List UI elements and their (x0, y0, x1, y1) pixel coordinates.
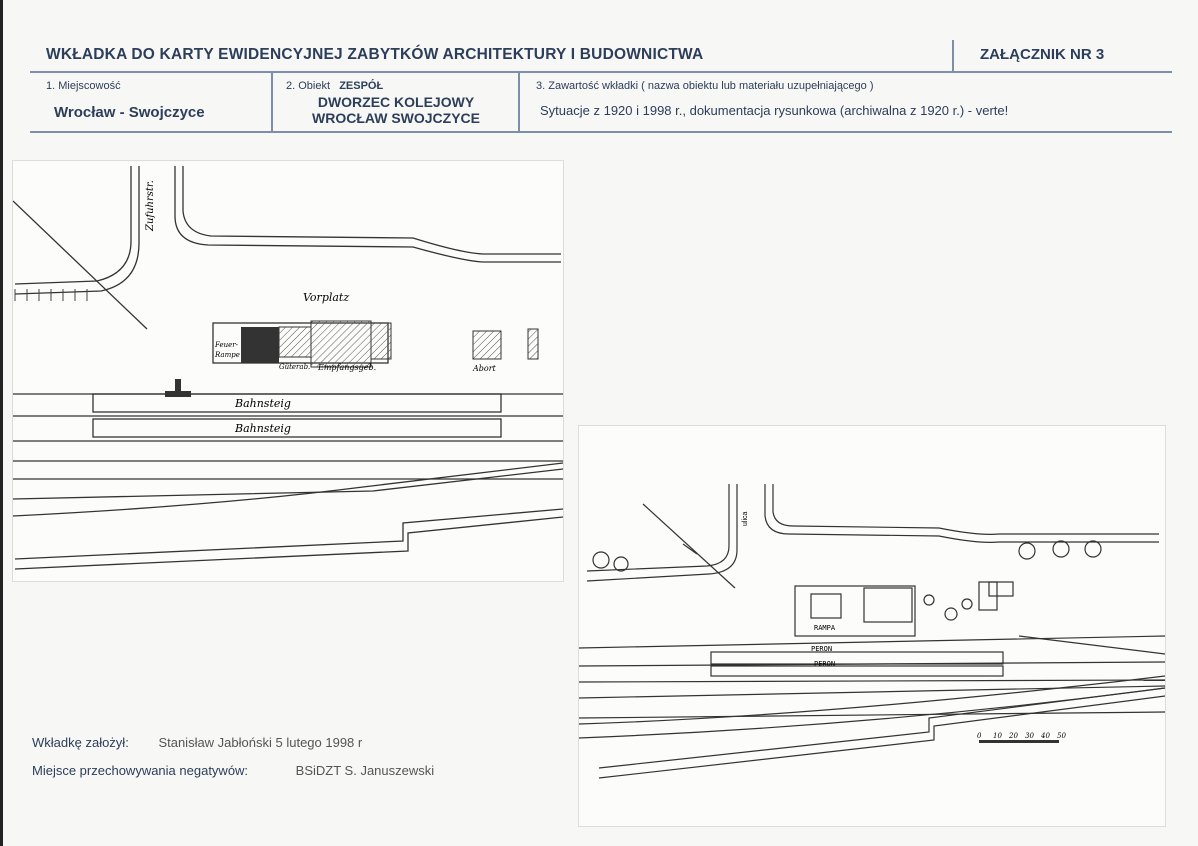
map1920-feuer: Feuer- (214, 341, 239, 349)
field-divider-1 (271, 72, 273, 132)
site-plan-1920-drawing: Zufuhrstr. Vorplatz Feuer- Rampe Güterab… (13, 166, 563, 570)
founder-label: Wkładkę założył: (32, 735, 129, 750)
object-name-line1: DWORZEC KOLEJOWY (317, 94, 475, 110)
object-name: DWORZEC KOLEJOWY WROCŁAW SWOJCZYCE (276, 94, 516, 126)
svg-text:30: 30 (1025, 732, 1034, 740)
object-label: 2. Obiekt (286, 80, 331, 92)
map1920-rampe: Rampe (214, 351, 240, 359)
attachment-number: ZAŁĄCZNIK NR 3 (980, 46, 1105, 63)
negatives-row: Miejsce przechowywania negatywów: BSiDZT… (32, 763, 434, 778)
header-rule (30, 71, 1172, 73)
founder-row: Wkładkę założył: Stanisław Jabłoński 5 l… (32, 735, 362, 750)
locality-value: Wrocław - Swojczyce (54, 104, 205, 121)
founder-value: Stanisław Jabłoński 5 lutego 1998 r (158, 735, 363, 750)
map1998-rampa: RAMPA (814, 624, 836, 632)
svg-text:20: 20 (1008, 732, 1018, 740)
map1920-bahnsteig2: Bahnsteig (234, 422, 291, 435)
svg-text:40: 40 (1040, 732, 1050, 740)
map1920-gutereb: Güterab. (279, 363, 310, 371)
svg-text:10: 10 (993, 732, 1002, 740)
scale-bar: 0 10 20 30 40 50 (977, 732, 1066, 743)
field-divider-2 (518, 72, 520, 132)
map1920-empfang: Empfangsgeb. (317, 363, 376, 372)
sheet-title: WKŁADKA DO KARTY EWIDENCYJNEJ ZABYTKÓW A… (46, 46, 704, 63)
map1920-vorplatz: Vorplatz (303, 291, 349, 304)
site-plan-1998-drawing: RAMPA PERON PERON ulica 0 10 20 30 40 50 (579, 484, 1165, 779)
fields-rule (30, 131, 1172, 133)
content-label: 3. Zawartość wkładki ( nazwa obiektu lub… (536, 80, 874, 92)
object-name-line2: WROCŁAW SWOJCZYCE (312, 110, 480, 126)
curb-right-inner (182, 166, 561, 255)
wing-block (370, 322, 392, 360)
feuer-rampe-block (241, 327, 279, 363)
map1920-abort: Abort (472, 364, 497, 373)
object-label-row: 2. Obiekt ZESPÓŁ (286, 80, 383, 92)
map1998-peron2: PERON (814, 660, 835, 668)
negatives-label: Miejsce przechowywania negatywów: (32, 763, 249, 778)
map1998-street: ulica (742, 511, 749, 526)
empfang-block (310, 320, 372, 368)
locality-label: 1. Miejscowość (46, 80, 121, 92)
map1998-peron1: PERON (811, 645, 832, 653)
curb-left-inner (14, 166, 140, 295)
svg-text:0: 0 (977, 732, 982, 740)
header-divider (952, 40, 954, 72)
curb-left (14, 166, 132, 285)
scan-edge (0, 0, 3, 846)
site-plan-1920: Zufuhrstr. Vorplatz Feuer- Rampe Güterab… (12, 160, 564, 582)
abort-block (472, 330, 502, 360)
object-type: ZESPÓŁ (339, 80, 384, 92)
curb-right (174, 166, 561, 263)
signal (165, 391, 191, 397)
map1920-street: Zufuhrstr. (145, 180, 156, 232)
content-value: Sytuacje z 1920 i 1998 r., dokumentacja … (540, 103, 1009, 118)
small-block (527, 328, 539, 360)
negatives-value: BSiDZT S. Januszewski (295, 763, 435, 778)
gutereb-block (278, 326, 312, 358)
map1920-bahnsteig1: Bahnsteig (234, 397, 291, 410)
svg-text:50: 50 (1057, 732, 1066, 740)
diagonal-line (13, 200, 148, 330)
site-plan-1998: RAMPA PERON PERON ulica 0 10 20 30 40 50 (578, 425, 1166, 827)
